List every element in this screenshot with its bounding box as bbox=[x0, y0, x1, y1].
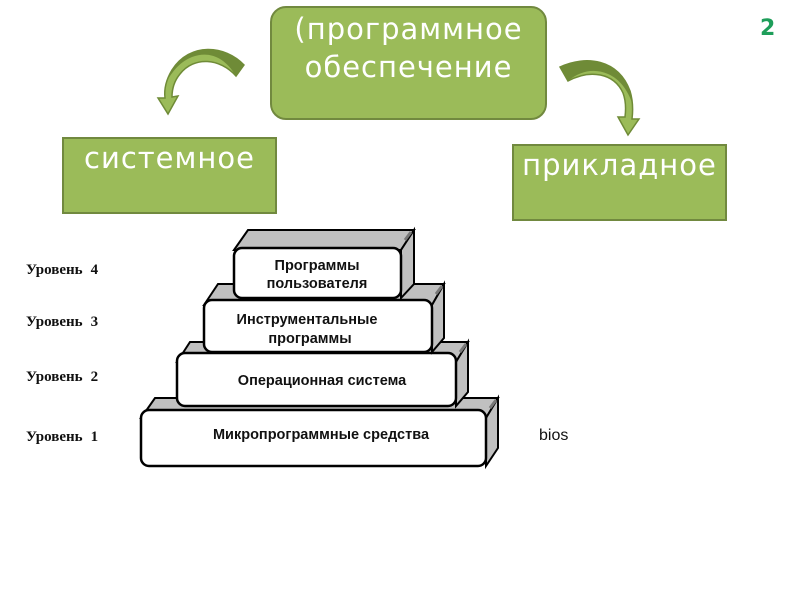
tier-3-text-line2: программы bbox=[268, 331, 351, 347]
level-label-2: Уровень 2 bbox=[26, 369, 98, 386]
pyramid-tier-4: Программы пользователя bbox=[232, 226, 416, 301]
level-word: Уровень bbox=[26, 369, 83, 385]
software-root-label: (программное обеспечение bbox=[294, 12, 523, 84]
tier-4-text-line1: Программы bbox=[275, 258, 360, 274]
application-software-box: прикладное bbox=[512, 144, 727, 221]
tier-2-text: Операционная система bbox=[238, 373, 407, 389]
curved-arrow-left-icon bbox=[156, 48, 245, 116]
software-root-box: (программное обеспечение bbox=[270, 6, 547, 120]
pyramid-tier-1: Микропрограммные средства bbox=[139, 394, 500, 470]
level-word: Уровень bbox=[26, 429, 83, 445]
system-software-label: системное bbox=[84, 141, 255, 175]
curved-arrow-right-icon bbox=[558, 60, 641, 137]
level-label-1: Уровень 1 bbox=[26, 429, 98, 446]
level-word: Уровень bbox=[26, 314, 83, 330]
level-number: 2 bbox=[90, 369, 99, 385]
tier-3-text-line1: Инструментальные bbox=[237, 312, 378, 328]
bios-annotation: bios bbox=[539, 427, 569, 444]
level-label-4: Уровень 4 bbox=[26, 262, 98, 279]
tier-4-text-line2: пользователя bbox=[267, 276, 368, 292]
tier-1-text: Микропрограммные средства bbox=[213, 427, 430, 443]
level-number: 3 bbox=[90, 314, 99, 330]
level-number: 1 bbox=[90, 429, 99, 445]
level-label-3: Уровень 3 bbox=[26, 314, 98, 331]
application-software-label: прикладное bbox=[522, 148, 717, 182]
level-word: Уровень bbox=[26, 262, 83, 278]
slide-number: 2 bbox=[760, 16, 776, 41]
system-software-box: системное bbox=[62, 137, 277, 214]
level-number: 4 bbox=[90, 262, 99, 278]
